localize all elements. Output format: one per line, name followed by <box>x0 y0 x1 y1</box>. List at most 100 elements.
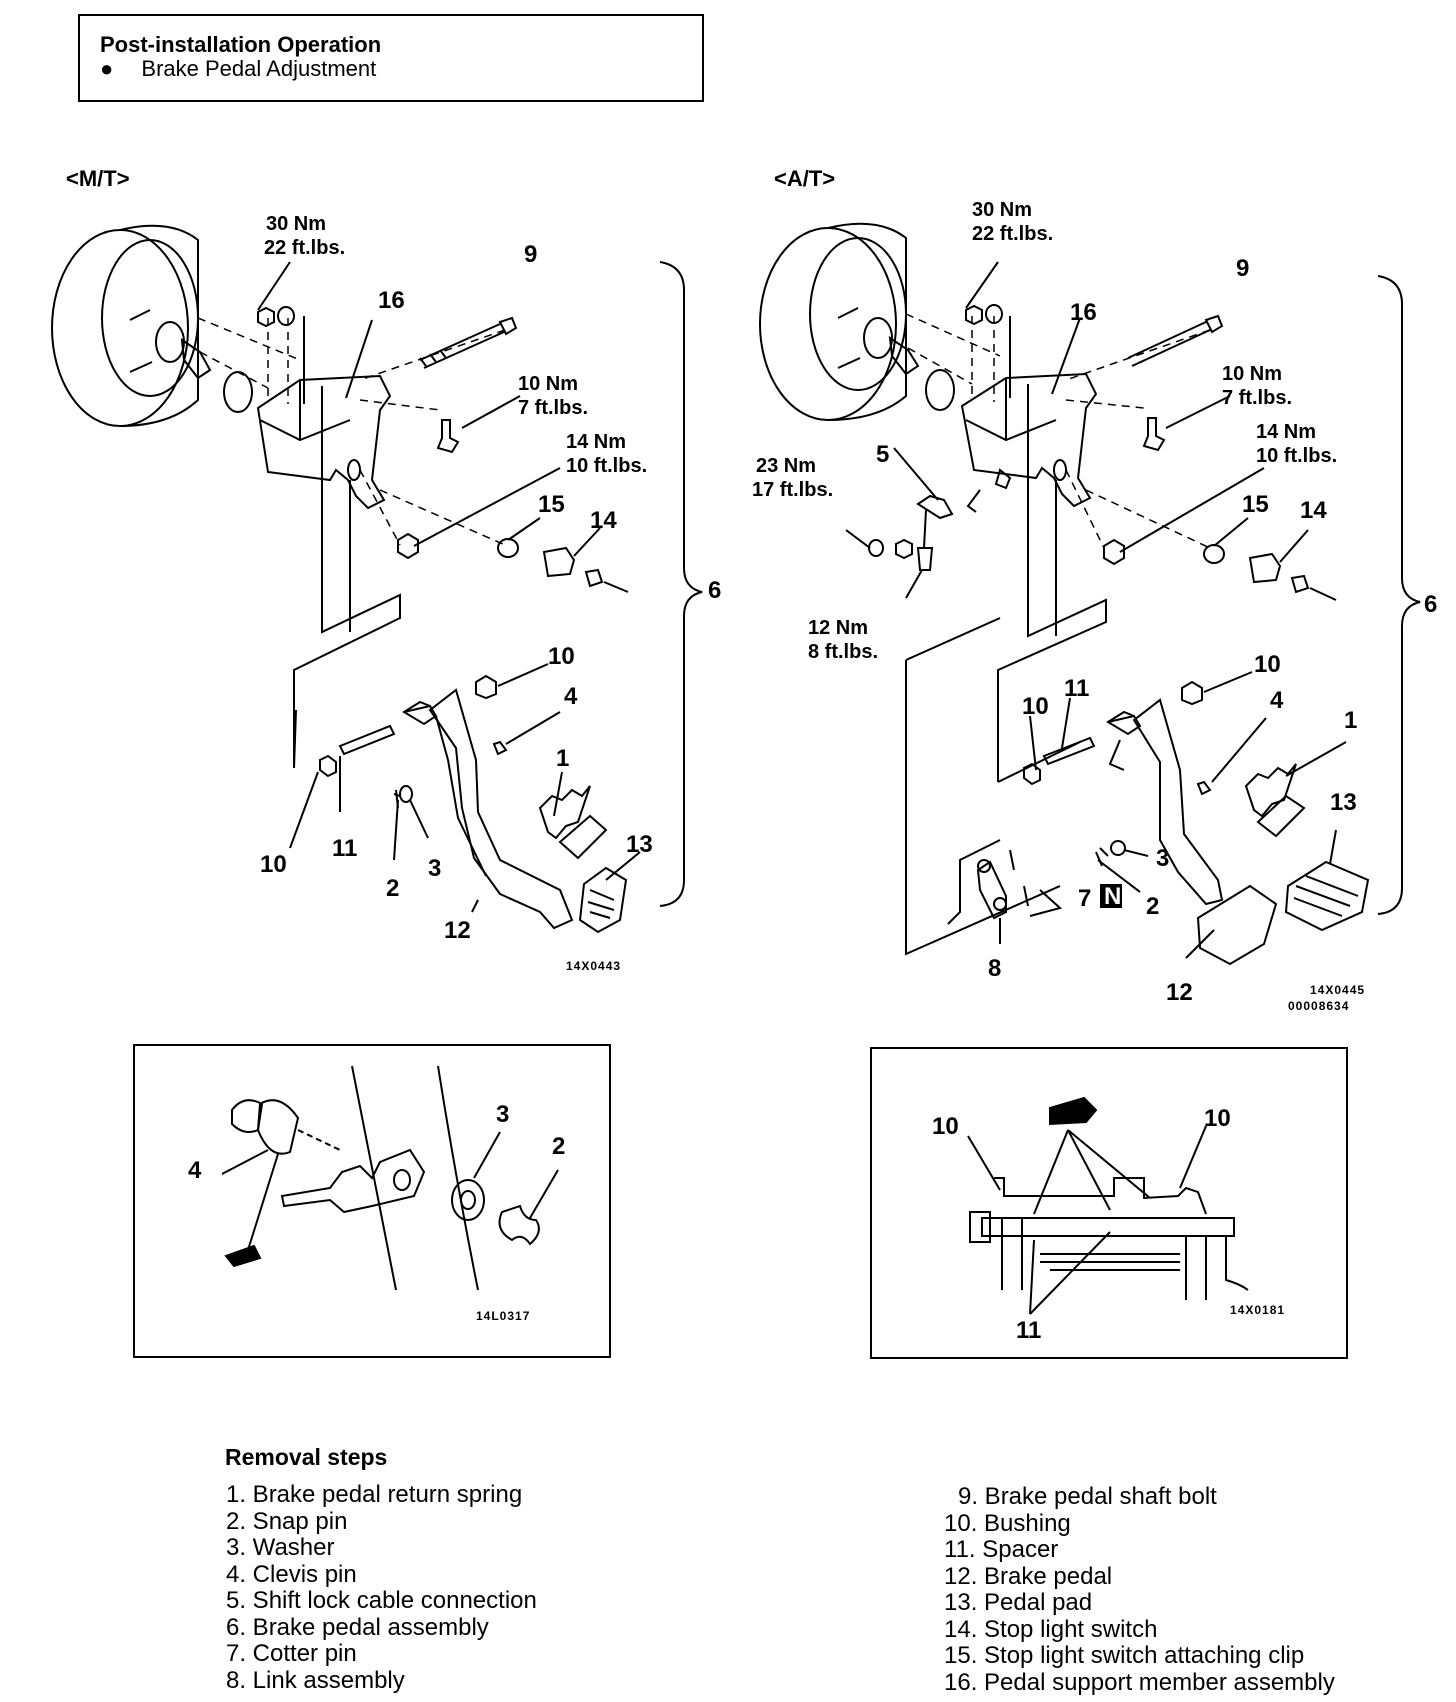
mt-pedal-support <box>256 374 392 510</box>
mt-callout-13: 13 <box>626 831 653 858</box>
step-4: 4. Clevis pin <box>226 1560 357 1588</box>
at-callout-4: 4 <box>1270 687 1284 714</box>
at-callout-10b: 10 <box>1022 693 1049 720</box>
inset-right-callout-11: 11 <box>1016 1317 1041 1344</box>
inset-left-frame <box>133 1044 611 1358</box>
mt-torque-14-nm: 14 Nm <box>566 431 626 453</box>
at-callout-14: 14 <box>1300 497 1327 524</box>
at-torque-12-ftlb: 8 ft.lbs. <box>808 641 878 663</box>
at-torque-10-ftlb: 7 ft.lbs. <box>1222 387 1292 409</box>
step-8: 8. Link assembly <box>226 1666 405 1694</box>
mt-shaft-bolt <box>419 316 518 369</box>
mt-callout-12: 12 <box>444 917 471 944</box>
mt-callout-11: 11 <box>332 835 357 862</box>
step-2: 2. Snap pin <box>226 1507 348 1535</box>
step-3: 3. Washer <box>226 1534 335 1561</box>
at-brake-booster <box>759 222 955 421</box>
at-figure-code-2: 00008634 <box>1288 999 1349 1013</box>
at-callout-15: 15 <box>1242 491 1269 518</box>
brake-pedal-adjustment: Brake Pedal Adjustment <box>141 56 377 81</box>
at-callout-11: 11 <box>1064 675 1089 702</box>
mt-nut <box>257 306 295 328</box>
mt-callout-1: 1 <box>556 745 569 772</box>
at-pedal-pad-large <box>1196 884 1278 966</box>
inset-right-drawing <box>967 1096 1249 1315</box>
at-callout-12: 12 <box>1166 979 1193 1006</box>
at-pedal-support <box>960 372 1098 513</box>
inset-left-callout-3: 3 <box>496 1101 509 1128</box>
post-installation-box <box>78 14 704 102</box>
inset-left-drawing <box>221 1065 559 1291</box>
mt-torque-14-ftlb: 10 ft.lbs. <box>566 455 647 477</box>
inset-right-callout-10a: 10 <box>932 1113 959 1140</box>
at-torque-30-nm: 30 Nm <box>972 199 1032 221</box>
mt-callout-15: 15 <box>538 491 565 518</box>
at-callout-10a: 10 <box>1254 651 1281 678</box>
mt-callout-3: 3 <box>428 855 441 882</box>
at-stop-light-switch <box>1248 552 1337 601</box>
inset-left-code: 14L0317 <box>476 1309 530 1323</box>
at-callout-6: 6 <box>1424 591 1437 618</box>
at-torque-10-nm: 10 Nm <box>1222 363 1282 385</box>
inset-left-callout-4: 4 <box>188 1157 202 1184</box>
post-installation-title: Post-installation Operation <box>100 32 382 57</box>
at-heading: <A/T> <box>774 166 836 191</box>
at-callout-9: 9 <box>1236 255 1249 282</box>
at-callout-7: 7 <box>1078 885 1091 912</box>
inset-left-callout-2: 2 <box>552 1133 565 1160</box>
n-mark-box <box>1100 884 1122 908</box>
at-callout-8: 8 <box>988 955 1001 982</box>
at-shift-lock-cable <box>868 494 954 571</box>
mt-callout-14: 14 <box>590 507 617 534</box>
at-callout-13: 13 <box>1330 789 1357 816</box>
step-16: 16. Pedal support member assembly <box>944 1668 1335 1696</box>
mt-callout-9: 9 <box>524 241 537 268</box>
at-torque-23-nm: 23 Nm <box>756 455 816 477</box>
mt-torque-30-ftlb: 22 ft.lbs. <box>264 237 345 259</box>
mt-callout-10b: 10 <box>260 851 287 878</box>
inset-right-frame <box>870 1047 1348 1359</box>
step-14: 14. Stop light switch <box>944 1615 1158 1643</box>
step-9: 9. Brake pedal shaft bolt <box>958 1483 1217 1510</box>
mt-pedal-pad <box>578 866 628 934</box>
mt-torque-10-ftlb: 7 ft.lbs. <box>518 397 588 419</box>
at-link-assembly <box>976 849 1063 920</box>
mt-callout-16: 16 <box>378 287 405 314</box>
mt-torque-30-nm: 30 Nm <box>266 213 326 235</box>
at-brake-pedal <box>1106 698 1224 906</box>
step-12: 12. Brake pedal <box>944 1562 1113 1590</box>
mt-callout-10a: 10 <box>548 643 575 670</box>
at-diagram <box>759 222 1421 966</box>
removal-steps-title: Removal steps <box>225 1444 388 1470</box>
step-7: 7. Cotter pin <box>226 1640 357 1667</box>
mt-brake-booster <box>51 224 253 427</box>
at-callout-2: 2 <box>1146 893 1159 920</box>
step-6: 6. Brake pedal assembly <box>226 1613 489 1641</box>
at-torque-30-ftlb: 22 ft.lbs. <box>972 223 1053 245</box>
inset-right-code: 14X0181 <box>1230 1303 1285 1317</box>
at-torque-14-ftlb: 10 ft.lbs. <box>1256 445 1337 467</box>
step-13: 13. Pedal pad <box>944 1589 1093 1616</box>
mt-stop-light-switch <box>542 546 629 593</box>
mt-callout-6: 6 <box>708 577 721 604</box>
n-mark: N <box>1104 883 1121 910</box>
step-11: 11. Spacer <box>944 1536 1059 1563</box>
at-figure-code-1: 14X0445 <box>1310 983 1365 997</box>
mt-figure-code: 14X0443 <box>566 959 621 973</box>
at-torque-12-nm: 12 Nm <box>808 617 868 639</box>
inset-right-callout-10b: 10 <box>1204 1105 1231 1132</box>
at-callout-16: 16 <box>1070 299 1097 326</box>
mt-brake-pedal <box>402 688 574 930</box>
step-5: 5. Shift lock cable connection <box>226 1587 537 1614</box>
at-shaft-bolt <box>1127 314 1224 367</box>
step-15: 15. Stop light switch attaching clip <box>944 1642 1305 1669</box>
post-installation-item: ● Brake Pedal Adjustment <box>100 56 376 82</box>
step-1: 1. Brake pedal return spring <box>226 1481 523 1508</box>
at-torque-23-ftlb: 17 ft.lbs. <box>752 479 833 501</box>
mt-callout-2: 2 <box>386 875 399 902</box>
step-10: 10. Bushing <box>944 1509 1071 1537</box>
removal-steps-right: 9. Brake pedal shaft bolt 10. Bushing 11… <box>944 1483 1335 1696</box>
at-callout-5: 5 <box>876 441 889 468</box>
removal-steps-left: 1. Brake pedal return spring 2. Snap pin… <box>226 1481 537 1694</box>
